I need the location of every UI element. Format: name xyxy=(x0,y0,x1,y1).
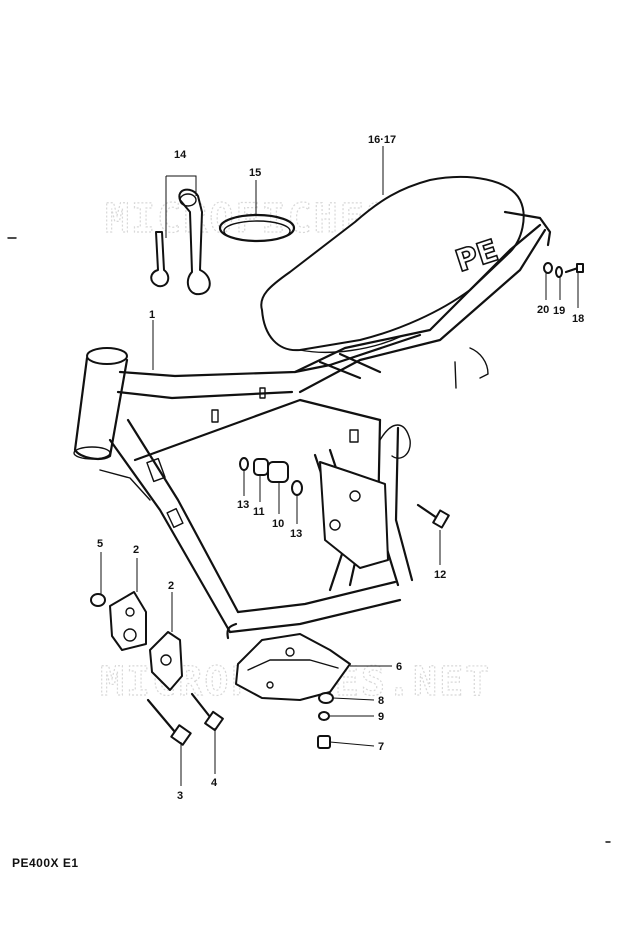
model-code: PE400X E1 xyxy=(12,856,79,870)
callout-20: 20 xyxy=(537,304,549,316)
tool-wrenches xyxy=(150,188,211,296)
callout-18: 18 xyxy=(572,313,584,325)
callout-19: 19 xyxy=(553,305,565,317)
main-frame xyxy=(73,210,552,640)
callout-1: 1 xyxy=(149,309,155,321)
callout-15: 15 xyxy=(249,167,261,179)
callout-6: 6 xyxy=(396,661,402,673)
callout-16-17: 16·17 xyxy=(368,134,396,146)
callout-2a: 2 xyxy=(133,544,139,556)
engine-plates xyxy=(90,591,183,691)
callout-3: 3 xyxy=(177,790,183,802)
seat-fasteners xyxy=(543,262,584,278)
engine-bolts xyxy=(146,692,224,746)
callout-8: 8 xyxy=(378,695,384,707)
callout-13b: 13 xyxy=(290,528,302,540)
callout-4: 4 xyxy=(211,777,218,789)
callout-10: 10 xyxy=(272,518,284,530)
callout-5: 5 xyxy=(97,538,103,550)
leader-lines xyxy=(100,146,579,786)
callout-11: 11 xyxy=(253,506,265,518)
callout-2b: 2 xyxy=(168,580,174,592)
callout-12: 12 xyxy=(434,569,446,581)
callout-7: 7 xyxy=(378,741,384,753)
skid-plate xyxy=(235,633,351,749)
o-ring xyxy=(218,213,296,243)
callout-9: 9 xyxy=(378,711,384,723)
engine-mount-spacers xyxy=(239,457,303,496)
callout-labels: 1 2 2 3 4 5 6 7 8 9 10 11 12 13 13 14 15… xyxy=(97,134,584,802)
callout-13a: 13 xyxy=(237,499,249,511)
callout-14: 14 xyxy=(174,149,187,161)
engine-mount-bolt xyxy=(416,503,450,529)
